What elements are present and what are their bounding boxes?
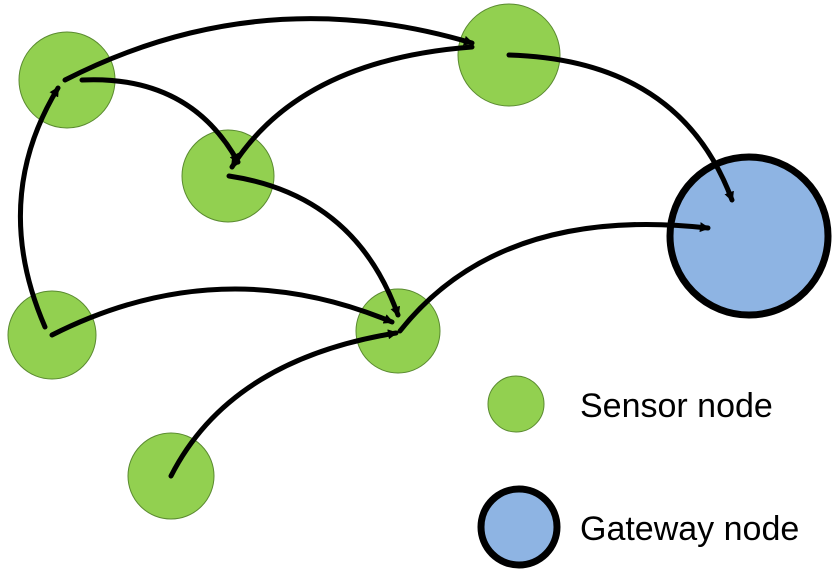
legend-gateway-label: Gateway node: [580, 510, 799, 548]
edge-s2-s5: [226, 173, 401, 318]
edge-s5-gw: [397, 221, 711, 334]
legend: Sensor node Gateway node: [477, 375, 799, 569]
edge-s1-s2: [79, 77, 241, 165]
edge-layer: [17, 16, 735, 479]
edge-s4-s1: [17, 85, 61, 330]
edge-s3-s2: [229, 44, 475, 170]
edge-s3-gw: [506, 52, 735, 203]
gateway-node: [666, 153, 832, 319]
edge-s1-s3: [62, 16, 475, 83]
edge-s6-s5: [168, 329, 399, 479]
legend-sensor-label: Sensor node: [580, 387, 773, 425]
legend-sensor-symbol: [487, 375, 545, 433]
edge-s4-s5: [49, 286, 395, 338]
legend-gateway-symbol: [477, 485, 561, 569]
